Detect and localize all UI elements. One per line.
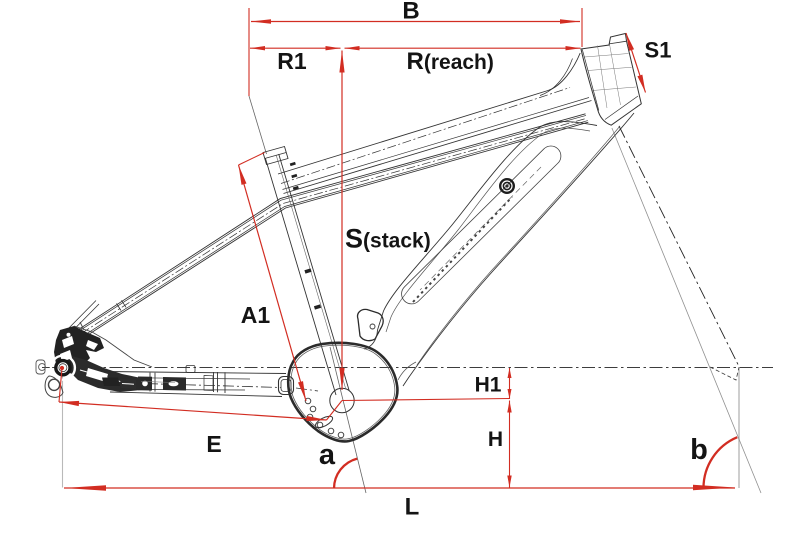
svg-text:R(reach): R(reach) — [407, 48, 494, 75]
svg-text:L: L — [405, 494, 420, 521]
svg-text:a: a — [319, 439, 336, 471]
svg-text:B: B — [402, 0, 419, 25]
svg-text:S1: S1 — [645, 38, 672, 63]
svg-text:R1: R1 — [277, 48, 307, 74]
svg-text:b: b — [690, 434, 708, 466]
svg-text:E: E — [206, 431, 221, 457]
svg-text:A1: A1 — [241, 302, 271, 328]
svg-text:H1: H1 — [475, 374, 502, 397]
svg-text:H: H — [488, 428, 503, 451]
